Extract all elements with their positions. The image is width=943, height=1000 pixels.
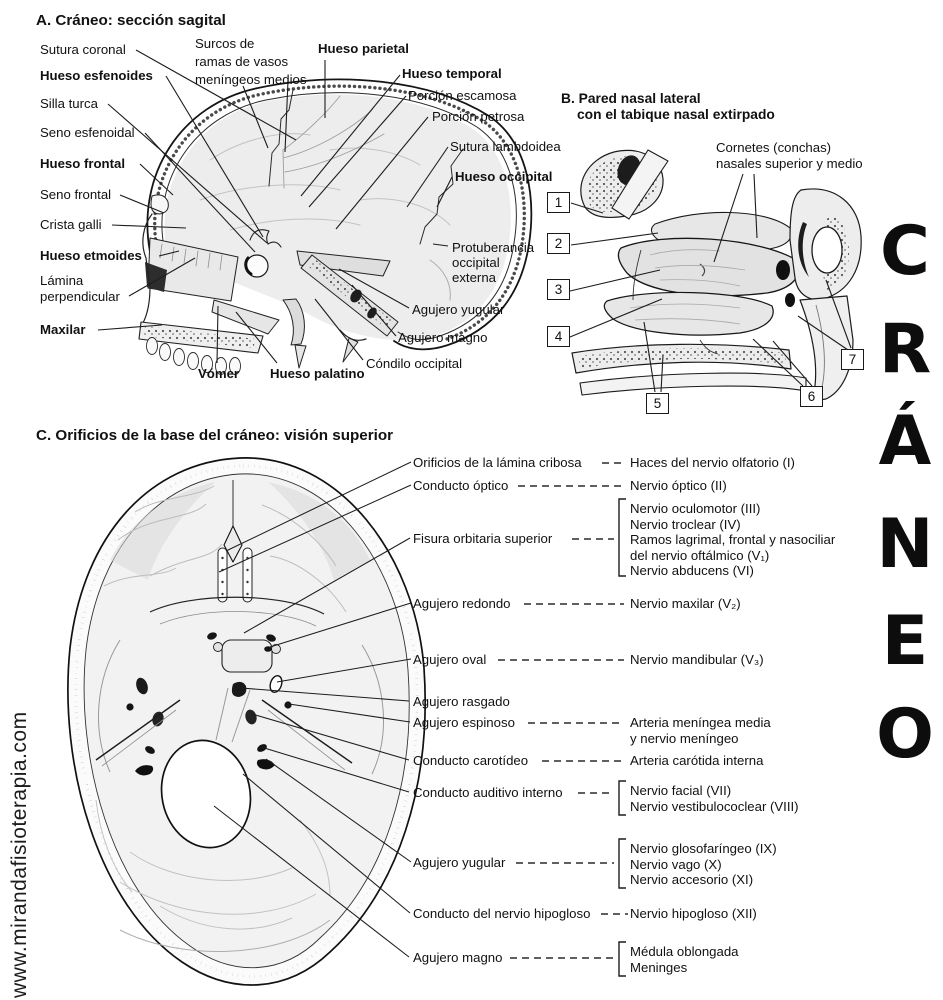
numbered-box-3: 3: [547, 279, 570, 300]
label-medula-oblongada: Médula oblongada: [630, 944, 739, 959]
label-sutura-coronal: Sutura coronal: [40, 42, 126, 57]
panel-b-leader-lines: [569, 173, 852, 393]
label-maxilar: Maxilar: [40, 322, 86, 337]
label-nervio-vago: Nervio vago (X): [630, 857, 722, 872]
label-sutura-lambdoidea: Sutura lambdoidea: [450, 139, 561, 154]
label-agujero-yugular-c: Agujero yugular: [413, 855, 506, 870]
vertical-title-letter-c: C: [880, 212, 930, 291]
label-silla-turca: Silla turca: [40, 96, 98, 111]
label-agujero-espinoso: Agujero espinoso: [413, 715, 515, 730]
label-meninges: Meninges: [630, 960, 688, 975]
nasal-wall-drawing: [571, 149, 862, 402]
label-surcos-3: meníngeos medios: [195, 72, 307, 87]
label-nervio-troclear: Nervio troclear (IV): [630, 517, 741, 532]
label-agujero-oval: Agujero oval: [413, 652, 487, 667]
label-hueso-occipital: Hueso occipital: [455, 169, 553, 184]
label-hueso-parietal: Hueso parietal: [318, 41, 409, 56]
label-hueso-frontal: Hueso frontal: [40, 156, 125, 171]
label-nervio-maxilar: Nervio maxilar (V₂): [630, 596, 741, 611]
panel-c-title: C. Orificios de la base del cráneo: visi…: [36, 427, 394, 444]
label-hueso-esfenoides: Hueso esfenoides: [40, 68, 153, 83]
label-agujero-magno-c: Agujero magno: [413, 950, 503, 965]
label-nervio-accesorio: Nervio accesorio (XI): [630, 872, 754, 887]
label-surcos-1: Surcos de: [195, 36, 255, 51]
label-nervio-oftalmico: del nervio oftálmico (V₁): [630, 548, 770, 563]
label-cornetes-2: nasales superior y medio: [716, 156, 863, 171]
label-seno-esfenoidal: Seno esfenoidal: [40, 125, 135, 140]
skull-base-drawing: [67, 457, 426, 986]
label-conducto-nervio-hipogloso: Conducto del nervio hipogloso: [413, 906, 591, 921]
label-cornetes-1: Cornetes (conchas): [716, 140, 832, 155]
panel-b-title-1: B. Pared nasal lateral: [561, 91, 701, 106]
label-lamina-perpendicular-1: Lámina: [40, 273, 84, 288]
label-nervio-facial: Nervio facial (VII): [630, 783, 732, 798]
label-arteria-carotida: Arteria carótida interna: [630, 753, 764, 768]
label-nervio-vestibulococlear: Nervio vestibulococlear (VIII): [630, 799, 799, 814]
label-ramos-lagrimal: Ramos lagrimal, frontal y nasociliar: [630, 532, 836, 547]
panel-a-title: A. Cráneo: sección sagital: [36, 12, 226, 29]
panel-a-leader-lines: [97, 49, 453, 364]
vertical-title-letter-e: E: [881, 602, 929, 681]
label-conducto-optico: Conducto óptico: [413, 478, 509, 493]
label-orificios-lamina-cribosa: Orificios de la lámina cribosa: [413, 455, 582, 470]
label-protuberancia-1: Protuberancia: [452, 240, 535, 255]
label-surcos-2: ramas de vasos: [195, 54, 289, 69]
label-protuberancia-3: externa: [452, 270, 496, 285]
panel-b-title-2: con el tabique nasal extirpado: [577, 107, 775, 122]
vertical-title-letter-o: O: [876, 695, 934, 774]
label-nervio-abducens: Nervio abducens (VI): [630, 563, 754, 578]
label-nervio-meningeo: y nervio meníngeo: [630, 731, 739, 746]
label-nervio-optico: Nervio óptico (II): [630, 478, 727, 493]
vertical-title-letter-a: Á: [878, 402, 932, 481]
label-crista-galli: Crista galli: [40, 217, 102, 232]
panel-c-brackets: [618, 498, 626, 977]
label-nervio-mandibular: Nervio mandibular (V₃): [630, 652, 764, 667]
label-vomer: Vómer: [198, 366, 240, 381]
label-conducto-carotideo: Conducto carotídeo: [413, 753, 529, 768]
numbered-box-1: 1: [547, 192, 570, 213]
label-nervio-hipogloso: Nervio hipogloso (XII): [630, 906, 757, 921]
website-watermark: www.mirandafisioterapia.com: [8, 711, 31, 998]
label-fisura-orbitaria-superior: Fisura orbitaria superior: [413, 531, 553, 546]
numbered-box-6: 6: [800, 386, 823, 407]
panel-c-dashed-connectors: [498, 462, 628, 959]
vertical-title-letter-r: R: [878, 310, 932, 389]
label-conducto-auditivo-interno: Conducto auditivo interno: [413, 785, 563, 800]
label-condilo-occipital: Cóndilo occipital: [366, 356, 463, 371]
label-porcion-escamosa: Porción escamosa: [408, 88, 517, 103]
panel-c-leader-lines: [213, 461, 412, 958]
label-agujero-redondo: Agujero redondo: [413, 596, 511, 611]
label-agujero-magno-a: Agujero magno: [398, 330, 488, 345]
label-nervio-oculomotor: Nervio oculomotor (III): [630, 501, 761, 516]
numbered-box-4: 4: [547, 326, 570, 347]
numbered-box-2: 2: [547, 233, 570, 254]
label-hueso-etmoides: Hueso etmoides: [40, 248, 142, 263]
label-protuberancia-2: occipital: [452, 255, 500, 270]
label-nervio-glosofaringeo: Nervio glosofaríngeo (IX): [630, 841, 777, 856]
label-hueso-temporal: Hueso temporal: [402, 66, 502, 81]
label-seno-frontal: Seno frontal: [40, 187, 112, 202]
label-hueso-palatino: Hueso palatino: [270, 366, 365, 381]
numbered-box-5: 5: [646, 393, 669, 414]
label-nervio-olfatorio: Haces del nervio olfatorio (I): [630, 455, 795, 470]
sagittal-skull-drawing: [138, 78, 533, 375]
label-arteria-meningea: Arteria meníngea media: [630, 715, 771, 730]
label-lamina-perpendicular-2: perpendicular: [40, 289, 120, 304]
numbered-box-7: 7: [841, 349, 864, 370]
label-porcion-petrosa: Porción petrosa: [432, 109, 525, 124]
label-agujero-yugular-a: Agujero yugular: [412, 302, 505, 317]
vertical-title-letter-n: N: [876, 505, 934, 584]
label-agujero-rasgado: Agujero rasgado: [413, 694, 510, 709]
